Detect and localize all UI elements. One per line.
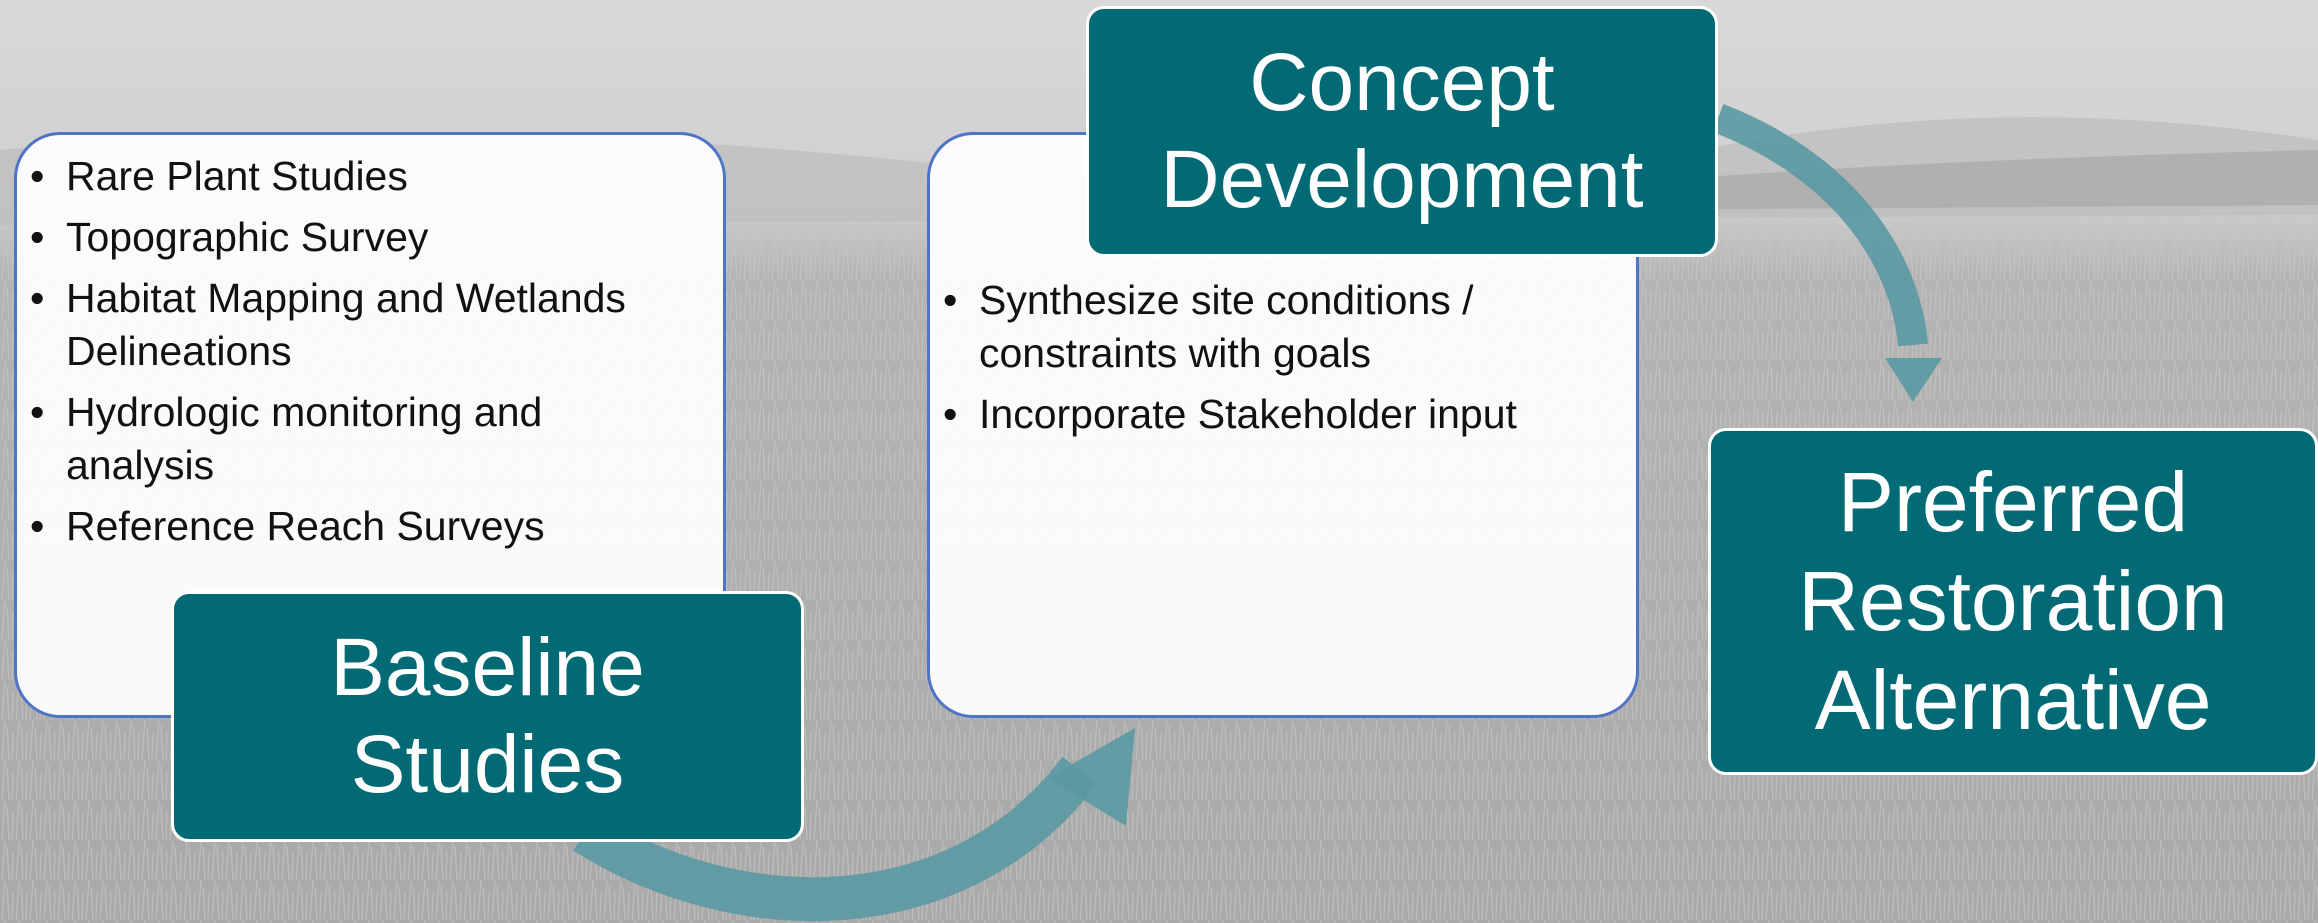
arrow-concept-to-preferred: [1712, 104, 1928, 347]
baseline-studies-title: Baseline Studies: [330, 621, 645, 810]
concept-development-list: Synthesize site conditions / constraints…: [935, 274, 1625, 449]
baseline-studies-title-box: Baseline Studies: [171, 591, 804, 842]
arrow-concept-to-preferred-head: [1885, 358, 1942, 402]
list-item: Incorporate Stakeholder input: [935, 388, 1625, 441]
list-item: Topographic Survey: [22, 211, 682, 264]
list-item: Hydrologic monitoring and analysis: [22, 386, 682, 492]
list-item: Habitat Mapping and Wetlands Delineation…: [22, 272, 682, 378]
arrow-baseline-to-concept: [573, 756, 1098, 922]
list-item: Rare Plant Studies: [22, 150, 682, 203]
concept-development-title-box: Concept Development: [1086, 6, 1718, 257]
list-item: Reference Reach Surveys: [22, 500, 682, 553]
baseline-studies-list: Rare Plant Studies Topographic Survey Ha…: [22, 150, 682, 561]
list-item: Synthesize site conditions / constraints…: [935, 274, 1625, 380]
concept-development-title: Concept Development: [1160, 36, 1644, 225]
arrow-baseline-to-concept-head: [1048, 728, 1135, 826]
preferred-restoration-alternative-title: Preferred Restoration Alternative: [1798, 454, 2228, 748]
preferred-restoration-alternative-title-box: Preferred Restoration Alternative: [1708, 428, 2318, 775]
